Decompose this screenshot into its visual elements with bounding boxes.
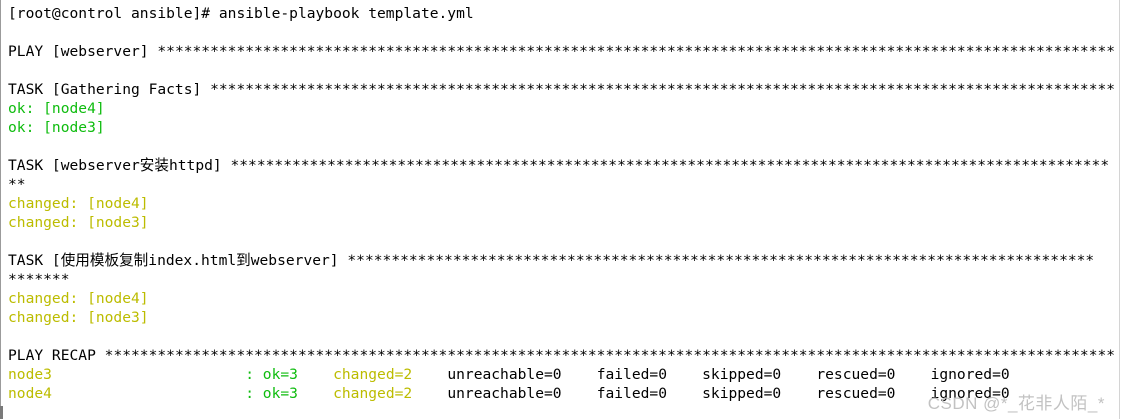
terminal-text-segment: PLAY RECAP [8, 347, 105, 364]
scrollbar-nub[interactable] [0, 406, 3, 419]
terminal-line [8, 327, 1127, 346]
terminal-line: node4 : ok=3 changed=2 unreachable=0 fai… [8, 384, 1127, 403]
terminal-text-segment: changed=2 [333, 385, 413, 402]
terminal-text-segment: unreachable=0 failed=0 skipped=0 rescued… [412, 385, 1010, 402]
terminal-line: TASK [Gathering Facts] *****************… [8, 80, 1127, 99]
terminal-line: ok: [node4] [8, 99, 1127, 118]
terminal-text-segment: TASK [Gathering Facts] [8, 81, 211, 98]
terminal-right-border [1119, 0, 1120, 419]
terminal-text-segment: node3 [8, 366, 246, 383]
terminal-text-segment: [root@control ansible]# ansible-playbook… [8, 5, 474, 22]
terminal-line: changed: [node3] [8, 213, 1127, 232]
terminal-text-segment: changed: [node4] [8, 290, 149, 307]
terminal-text-segment [298, 366, 333, 383]
terminal-line: ******* [8, 270, 1127, 289]
terminal-line: ok: [node3] [8, 118, 1127, 137]
terminal-text-segment: ****************************************… [210, 81, 1116, 98]
terminal-text-segment: unreachable=0 failed=0 skipped=0 rescued… [412, 366, 1010, 383]
terminal-output: [root@control ansible]# ansible-playbook… [8, 4, 1127, 403]
terminal-line: TASK [webserver安装httpd] ****************… [8, 156, 1127, 175]
terminal-text-segment: ****************************************… [104, 347, 1116, 364]
terminal-text-segment [298, 385, 333, 402]
terminal-text-segment: : ok=3 [245, 385, 298, 402]
terminal-text-segment: ok: [node3] [8, 119, 105, 136]
terminal-line [8, 232, 1127, 251]
terminal-text-segment: ******* [8, 271, 70, 288]
terminal-line: changed: [node4] [8, 289, 1127, 308]
terminal-text-segment: TASK [使用模板复制index.html到webserver] [8, 252, 348, 269]
terminal-text-segment: ** [8, 176, 26, 193]
terminal-text-segment: changed: [node4] [8, 195, 149, 212]
terminal-line: [root@control ansible]# ansible-playbook… [8, 4, 1127, 23]
terminal-text-segment: : ok=3 [245, 366, 298, 383]
terminal-line: changed: [node4] [8, 194, 1127, 213]
terminal-line: TASK [使用模板复制index.html到webserver] ******… [8, 251, 1127, 270]
terminal-text-segment: node4 [8, 385, 246, 402]
terminal-text-segment: ok: [node4] [8, 100, 105, 117]
terminal-line [8, 137, 1127, 156]
terminal-text-segment: changed=2 [333, 366, 413, 383]
terminal-text-segment: ****************************************… [230, 157, 1110, 174]
terminal-line: node3 : ok=3 changed=2 unreachable=0 fai… [8, 365, 1127, 384]
terminal-text-segment: changed: [node3] [8, 309, 149, 326]
terminal-line: ** [8, 175, 1127, 194]
terminal-line: changed: [node3] [8, 308, 1127, 327]
terminal-line [8, 23, 1127, 42]
terminal-text-segment: changed: [node3] [8, 214, 149, 231]
terminal-line: PLAY [webserver] ***********************… [8, 42, 1127, 61]
terminal-text-segment: TASK [webserver安装httpd] [8, 157, 231, 174]
terminal-text-segment: ****************************************… [347, 252, 1095, 269]
terminal-line: PLAY RECAP *****************************… [8, 346, 1127, 365]
terminal-text-segment: ****************************************… [157, 43, 1116, 60]
terminal-line [8, 61, 1127, 80]
terminal-text-segment: PLAY [webserver] [8, 43, 158, 60]
